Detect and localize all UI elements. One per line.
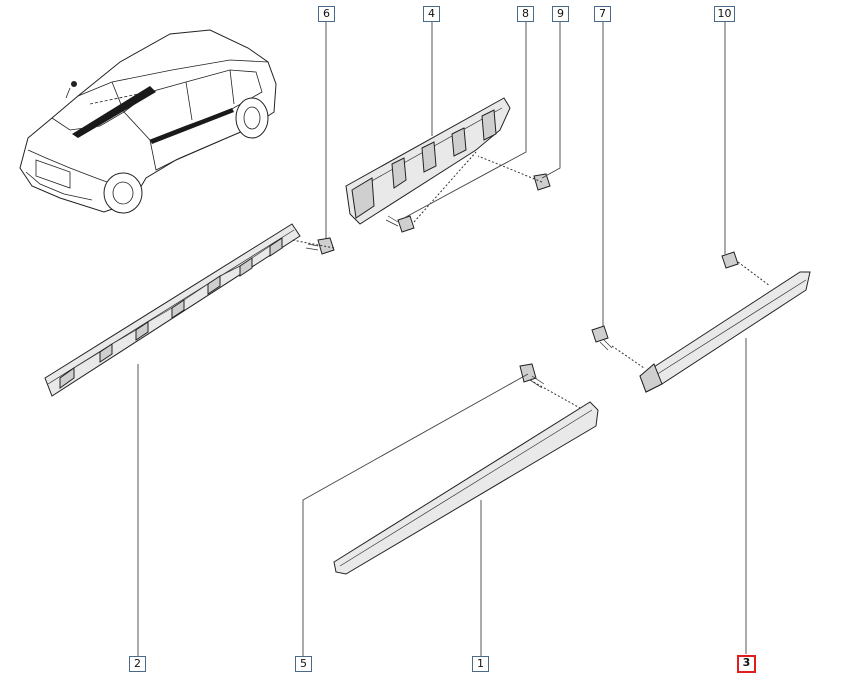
callout-7[interactable]: 7 <box>594 6 611 22</box>
fastener-7-screw <box>591 325 613 351</box>
part-2-front-door-moulding <box>44 223 301 397</box>
callout-8[interactable]: 8 <box>517 6 534 22</box>
callout-4[interactable]: 4 <box>423 6 440 22</box>
callout-10[interactable]: 10 <box>714 6 735 22</box>
callout-6[interactable]: 6 <box>318 6 335 22</box>
callout-3-selected[interactable]: 3 <box>737 655 756 673</box>
fastener-6-screw <box>305 237 335 255</box>
callout-1[interactable]: 1 <box>472 656 489 672</box>
car-overview-illustration <box>19 29 277 214</box>
callout-9[interactable]: 9 <box>552 6 569 22</box>
callout-5[interactable]: 5 <box>295 656 312 672</box>
part-4-rear-door-moulding <box>345 97 511 225</box>
fastener-8-screw <box>385 215 415 233</box>
callout-2[interactable]: 2 <box>129 656 146 672</box>
part-3-rear-moulding <box>639 271 811 393</box>
part-1-lower-moulding <box>333 401 599 575</box>
fastener-10-clip <box>721 251 739 269</box>
